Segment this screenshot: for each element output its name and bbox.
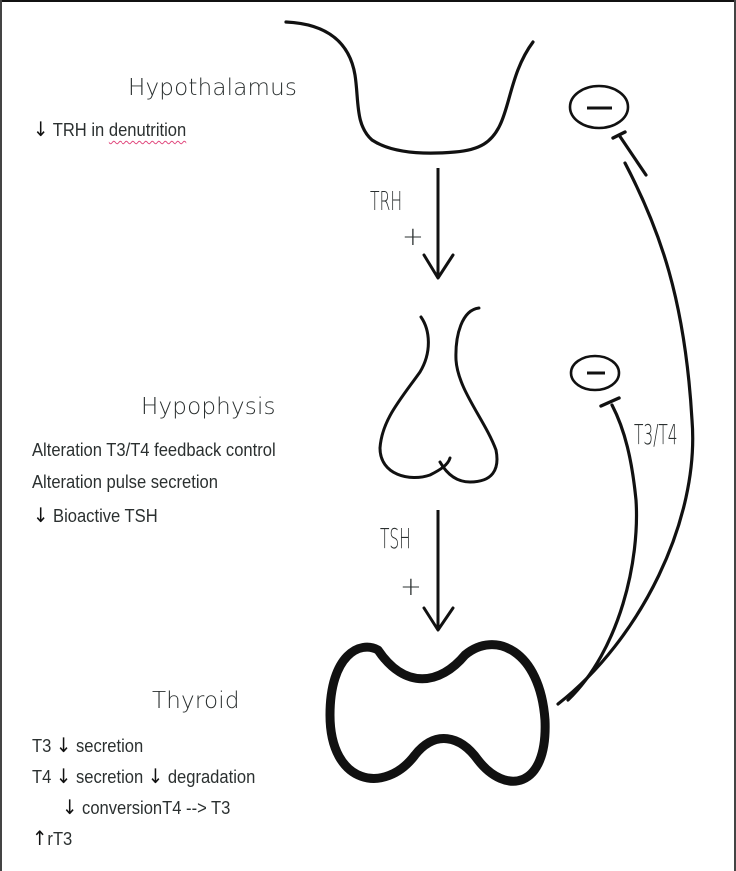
thyroid-note-conversion: ↓ conversionT4 --> T3: [62, 795, 230, 819]
up-arrow-icon: ↑: [32, 826, 48, 850]
trh-plus-sign: +: [402, 222, 424, 252]
hypothalamus-shape: [284, 20, 535, 155]
down-arrow-icon: ↓: [147, 764, 164, 788]
inhibition-stem-hypothalamus: [617, 133, 648, 177]
thyroid-title: Thyroid: [152, 688, 240, 714]
inhibition-bar-hypophysis: [599, 396, 621, 408]
feedback-line-hypophysis: [566, 403, 639, 702]
hypophysis-note-bioactive-tsh: ↓ Bioactive TSH: [33, 503, 158, 527]
spellcheck-flagged-word: denutrition: [108, 120, 187, 140]
trh-label: TRH: [370, 187, 403, 217]
hypophysis-shape: [378, 306, 499, 484]
tsh-plus-sign: +: [400, 572, 422, 602]
hypophysis-note-feedback: Alteration T3/T4 feedback control: [32, 440, 276, 460]
hypophysis-title: Hypophysis: [141, 394, 276, 420]
thyroid-shape: [325, 640, 550, 786]
down-arrow-icon: ↓: [62, 795, 78, 819]
note-text: conversionT4 --> T3: [82, 798, 231, 818]
note-text: rT3: [47, 829, 73, 849]
down-arrow-icon: ↓: [33, 117, 49, 141]
frame-border-right: [734, 0, 736, 871]
hypothalamus-title: Hypothalamus: [128, 75, 298, 101]
thyroid-note-rt3: ↑rT3: [32, 826, 72, 850]
note-text: secretion: [75, 736, 144, 756]
tsh-stimulation-arrow: [422, 510, 455, 632]
trh-stimulation-arrow: [422, 168, 455, 280]
feedback-line-hypothalamus: [556, 161, 695, 706]
thyroid-note-t3: T3 ↓ secretion: [32, 733, 143, 757]
note-text: TRH in: [52, 120, 109, 140]
frame-border-top: [0, 0, 736, 2]
frame-border-left: [0, 0, 2, 871]
tsh-label: TSH: [380, 522, 411, 555]
note-text: Bioactive TSH: [53, 506, 158, 526]
note-prefix: T3: [32, 736, 56, 756]
inhibition-symbol-hypophysis: [569, 354, 621, 392]
hypothalamus-note: ↓ TRH in denutrition: [33, 117, 186, 141]
note-prefix: T4: [32, 767, 56, 787]
down-arrow-icon: ↓: [55, 764, 72, 788]
note-text: secretion: [75, 767, 148, 787]
down-arrow-icon: ↓: [33, 503, 49, 527]
down-arrow-icon: ↓: [55, 733, 72, 757]
inhibition-symbol-hypothalamus: [568, 84, 630, 130]
hypophysis-note-pulse: Alteration pulse secretion: [32, 472, 218, 492]
feedback-hormone-label: T3/T4: [634, 418, 678, 451]
note-text-2: degradation: [167, 767, 256, 787]
thyroid-note-t4: T4 ↓ secretion ↓ degradation: [32, 764, 255, 788]
